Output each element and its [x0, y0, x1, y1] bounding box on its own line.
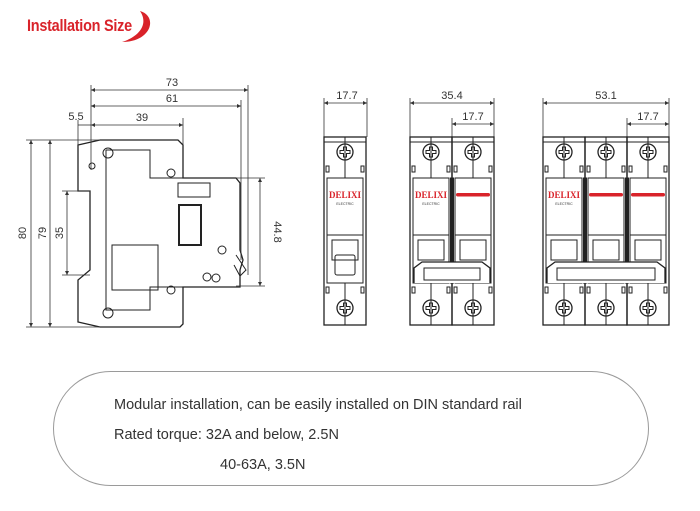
- dim-3p-pole: 17.7: [637, 111, 658, 123]
- dim-39: 39: [136, 112, 148, 124]
- red-indicator-bar: [589, 193, 623, 197]
- front-view-one-pole: [323, 136, 367, 326]
- note-line-2: Rated torque: 32A and below, 2.5N: [114, 427, 339, 443]
- front-view-three-pole: [542, 136, 670, 326]
- dim-2p-pole: 17.7: [462, 111, 483, 123]
- title-swoosh-decoration: [122, 11, 151, 42]
- red-indicator-bar: [456, 193, 490, 197]
- delixi-logo: DELIXI: [329, 190, 362, 200]
- dim-44-8: 44.8: [271, 221, 283, 242]
- dim-1p-width: 17.7: [336, 90, 357, 102]
- dim-80: 80: [17, 227, 29, 239]
- logo-subtitle: ELECTRIC: [422, 202, 440, 206]
- logo-subtitle: ELECTRIC: [555, 202, 573, 206]
- front-view-two-pole: [409, 136, 495, 326]
- dim-5-5: 5.5: [68, 111, 83, 123]
- note-line-3: 40-63A, 3.5N: [220, 457, 306, 473]
- side-view: [26, 85, 265, 328]
- front-dimension-lines: [323, 98, 670, 137]
- dim-35: 35: [54, 227, 66, 239]
- note-line-1: Modular installation, can be easily inst…: [114, 397, 522, 413]
- red-indicator-bar: [631, 193, 665, 197]
- dim-2p-width: 35.4: [441, 90, 462, 102]
- logo-subtitle: ELECTRIC: [336, 202, 354, 206]
- dim-79: 79: [37, 227, 49, 239]
- notes-box: Modular installation, can be easily inst…: [53, 371, 649, 486]
- dim-61: 61: [166, 93, 178, 105]
- delixi-logo: DELIXI: [548, 190, 581, 200]
- dim-3p-width: 53.1: [595, 90, 616, 102]
- dim-73: 73: [166, 77, 178, 89]
- delixi-logo: DELIXI: [415, 190, 448, 200]
- installation-drawing: 73 61 5.5 39 80 79 35 44.8 17.7 35.4 17.…: [17, 77, 670, 328]
- section-title: Installation Size: [27, 16, 132, 35]
